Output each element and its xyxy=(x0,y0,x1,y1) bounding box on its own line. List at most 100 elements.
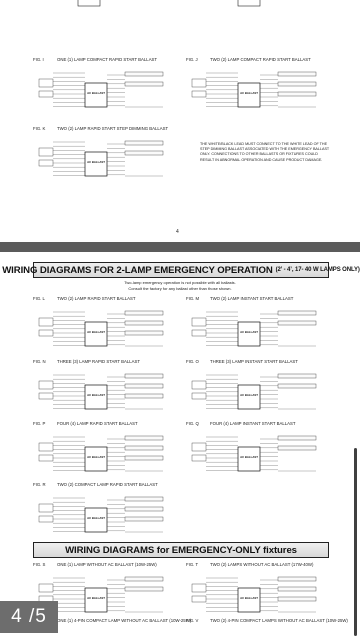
ballast-label: AC BALLAST xyxy=(87,516,105,520)
figure-title: TWO (2) 4-PIN COMPACT LAMPS WITHOUT AC B… xyxy=(210,618,348,623)
wiring-diagram-svg xyxy=(237,0,261,7)
figure-title: ONE (1) LAMP COMPACT RAPID START BALLAST xyxy=(57,57,158,62)
wiring-diagram: AC BALLAST xyxy=(37,67,167,115)
lamp-tube xyxy=(124,506,164,512)
figure-number: FIG. S xyxy=(33,562,46,567)
figure-number: FIG. K xyxy=(33,126,46,131)
lamp-tube xyxy=(124,393,164,399)
lamp-tube xyxy=(124,516,164,522)
lamp-tube xyxy=(124,455,164,461)
lamp-tube xyxy=(277,81,317,87)
figure-title: THREE (3) LAMP INSTANT START BALLAST xyxy=(210,359,298,364)
page-counter: 4 /5 xyxy=(0,601,58,633)
wiring-diagram-partial xyxy=(30,0,160,14)
ballast-label: AC BALLAST xyxy=(87,455,105,459)
wiring-diagram-svg: AC BALLAST xyxy=(38,496,164,533)
lamp-tube xyxy=(124,330,164,336)
wiring-diagram-partial xyxy=(190,0,320,14)
lamp-tube xyxy=(124,576,164,582)
wiring-diagram: AC BALLAST xyxy=(190,369,320,417)
wiring-diagram-svg: AC BALLAST xyxy=(38,435,164,472)
lamp-tube xyxy=(124,373,164,379)
figure-title: TWO (2) COMPACT LAMP RAPID START BALLAST xyxy=(57,482,158,487)
section-heading-banner: WIRING DIAGRAMS FOR 2-LAMP EMERGENCY OPE… xyxy=(2,262,360,278)
page-number: 4 xyxy=(176,229,179,235)
ballast-label: AC BALLAST xyxy=(87,393,105,397)
figure-title: TWO (2) LAMP RAPID START BALLAST xyxy=(57,296,136,301)
ballast-label: AC BALLAST xyxy=(240,596,258,600)
lamp-tube xyxy=(124,71,164,77)
figure-number: FIG. O xyxy=(186,359,199,364)
figure-title: TWO (2) LAMP COMPACT RAPID START BALLAST xyxy=(210,57,311,62)
wiring-diagram: AC BALLAST xyxy=(190,306,320,354)
lamp-tube xyxy=(277,320,317,326)
section-heading-2: WIRING DIAGRAMS for EMERGENCY-ONLY fixtu… xyxy=(65,544,297,556)
warning-note: The white/black lead must connect to the… xyxy=(200,142,330,162)
ballast-label: AC BALLAST xyxy=(240,91,258,95)
lamp-tube xyxy=(124,81,164,87)
lamp-tube xyxy=(124,445,164,451)
figure-number: FIG. T xyxy=(186,562,199,567)
figure-number: FIG. I xyxy=(33,57,44,62)
lamp-tube xyxy=(124,383,164,389)
scrollbar[interactable] xyxy=(354,448,357,636)
wiring-diagram-svg xyxy=(77,0,101,7)
lamp-tube xyxy=(277,373,317,379)
lamp-tube xyxy=(277,445,317,451)
figure-number: FIG. N xyxy=(33,359,46,364)
document-page-5: WIRING DIAGRAMS FOR 2-LAMP EMERGENCY OPE… xyxy=(0,252,360,640)
section-note-1: Two-lamp emergency operation is not poss… xyxy=(124,280,236,285)
figure-title: ONE (1) LAMP WITHOUT AC BALLAST (10W-25W… xyxy=(57,562,157,567)
lamp-tube xyxy=(277,596,317,602)
document-page-4: FIG. I ONE (1) LAMP COMPACT RAPID START B… xyxy=(0,0,360,242)
section-note-2: Consult the factory for any ballast othe… xyxy=(128,286,232,291)
figure-number: FIG. Q xyxy=(186,421,199,426)
lamp-tube xyxy=(124,140,164,146)
lamp-tube xyxy=(277,91,317,97)
wiring-diagram: AC BALLAST xyxy=(190,431,320,479)
figure-title: ONE (1) 4-PIN COMPACT LAMP WITHOUT AC BA… xyxy=(57,618,192,623)
lamp-tube xyxy=(277,71,317,77)
figure-title: TWO (2) LAMP INSTANT START BALLAST xyxy=(210,296,294,301)
lamp-tube xyxy=(277,435,317,441)
figure-title: TWO (2) LAMPS WITHOUT AC BALLAST (17W-40… xyxy=(210,562,314,567)
wiring-diagram: AC BALLAST xyxy=(37,369,167,417)
ballast-label: AC BALLAST xyxy=(240,455,258,459)
wiring-diagram-svg: AC BALLAST xyxy=(38,576,164,613)
wiring-diagram: AC BALLAST xyxy=(37,492,167,540)
figure-number: FIG. V xyxy=(186,618,199,623)
ballast-label: AC BALLAST xyxy=(240,330,258,334)
wiring-diagram: AC BALLAST xyxy=(190,572,320,620)
wiring-diagram-svg: AC BALLAST xyxy=(191,373,317,410)
wiring-diagram-svg: AC BALLAST xyxy=(38,140,164,177)
lamp-tube xyxy=(124,496,164,502)
lamp-tube xyxy=(124,310,164,316)
figure-number: FIG. L xyxy=(33,296,45,301)
ballast-label: AC BALLAST xyxy=(87,596,105,600)
wiring-diagram: AC BALLAST xyxy=(37,572,167,620)
wiring-diagram: AC BALLAST xyxy=(37,306,167,354)
lamp-tube xyxy=(277,586,317,592)
figure-title: FOUR (4) LAMP INSTANT START BALLAST xyxy=(210,421,296,426)
ballast-label: AC BALLAST xyxy=(240,393,258,397)
wiring-diagram-svg: AC BALLAST xyxy=(38,310,164,347)
lamp-tube xyxy=(277,383,317,389)
wiring-diagram-svg: AC BALLAST xyxy=(38,373,164,410)
wiring-diagram: AC BALLAST xyxy=(190,67,320,115)
lamp-tube xyxy=(124,586,164,592)
lamp-tube xyxy=(124,150,164,156)
wiring-diagram: AC BALLAST xyxy=(37,136,167,184)
figure-title: THREE (3) LAMP RAPID START BALLAST xyxy=(57,359,141,364)
figure-title: TWO (2) LAMP RAPID START STEP DIMMING BA… xyxy=(57,126,169,131)
figure-number: FIG. M xyxy=(186,296,200,301)
figure-number: FIG. R xyxy=(33,482,46,487)
ballast-label: AC BALLAST xyxy=(87,91,105,95)
figure-number: FIG. P xyxy=(33,421,46,426)
lamp-tube xyxy=(277,310,317,316)
section-heading-banner-2: WIRING DIAGRAMS for EMERGENCY-ONLY fixtu… xyxy=(33,542,329,558)
lamp-tube xyxy=(277,576,317,582)
ballast-label: AC BALLAST xyxy=(87,330,105,334)
wiring-diagram-svg: AC BALLAST xyxy=(191,435,317,472)
wiring-diagram-svg: AC BALLAST xyxy=(38,71,164,108)
lamp-tube xyxy=(124,435,164,441)
